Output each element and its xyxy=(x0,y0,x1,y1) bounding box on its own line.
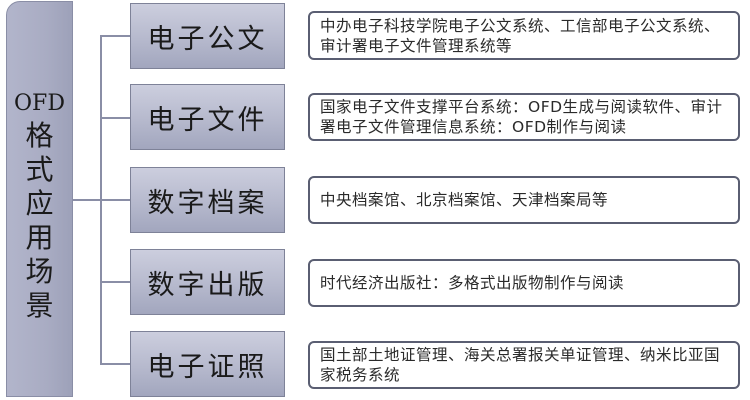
category-label: 电子文件 xyxy=(147,104,268,136)
root-label-char: 式 xyxy=(25,153,54,186)
detail-node-digital-archive: 中央档案馆、北京档案馆、天津档案局等 xyxy=(308,176,740,224)
detail-text: 时代经济出版社：多格式出版物制作与阅读 xyxy=(320,274,625,292)
detail-text: 国家电子文件支撑平台系统：OFD生成与阅读软件、审计署电子文件管理信息系统：OF… xyxy=(320,98,723,136)
root-node: OFD 格 式 应 用 场 景 xyxy=(6,1,73,397)
branch-connector xyxy=(100,281,130,283)
detail-text: 国土部土地证管理、海关总署报关单证管理、纳米比亚国家税务系统 xyxy=(320,346,721,384)
category-node-e-file: 电子文件 xyxy=(130,84,285,150)
category-node-digital-publishing: 数字出版 xyxy=(130,249,285,315)
detail-node-e-file: 国家电子文件支撑平台系统：OFD生成与阅读软件、审计署电子文件管理信息系统：OF… xyxy=(308,93,740,141)
detail-text: 中办电子科技学院电子公文系统、工信部电子公文系统、 审计署电子文件管理系统等 xyxy=(320,16,721,55)
category-label: 电子证照 xyxy=(147,351,268,383)
category-label: 数字档案 xyxy=(147,187,268,219)
root-label-char: 场 xyxy=(25,255,54,288)
detail-node-e-license: 国土部土地证管理、海关总署报关单证管理、纳米比亚国家税务系统 xyxy=(308,341,740,389)
detail-node-digital-publishing: 时代经济出版社：多格式出版物制作与阅读 xyxy=(308,259,740,307)
root-label-char: 格 xyxy=(25,119,54,152)
category-node-e-document: 电子公文 xyxy=(130,3,285,69)
category-node-e-license: 电子证照 xyxy=(130,331,285,397)
branch-connector xyxy=(100,199,130,201)
branch-connector xyxy=(100,117,130,119)
detail-text: 中央档案馆、北京档案馆、天津档案局等 xyxy=(320,191,609,209)
category-node-digital-archive: 数字档案 xyxy=(130,167,285,233)
root-label-latin: OFD xyxy=(14,91,65,116)
root-label-char: 应 xyxy=(25,187,54,220)
category-label: 电子公文 xyxy=(147,23,268,55)
branch-connector xyxy=(100,363,130,365)
branch-connector xyxy=(100,35,130,37)
category-label: 数字出版 xyxy=(147,269,268,301)
root-connector xyxy=(73,199,101,201)
root-label-char: 用 xyxy=(25,221,54,254)
detail-node-e-document: 中办电子科技学院电子公文系统、工信部电子公文系统、 审计署电子文件管理系统等 xyxy=(308,11,740,60)
root-label: OFD 格 式 应 用 场 景 xyxy=(14,89,65,323)
root-label-char: 景 xyxy=(25,289,54,322)
